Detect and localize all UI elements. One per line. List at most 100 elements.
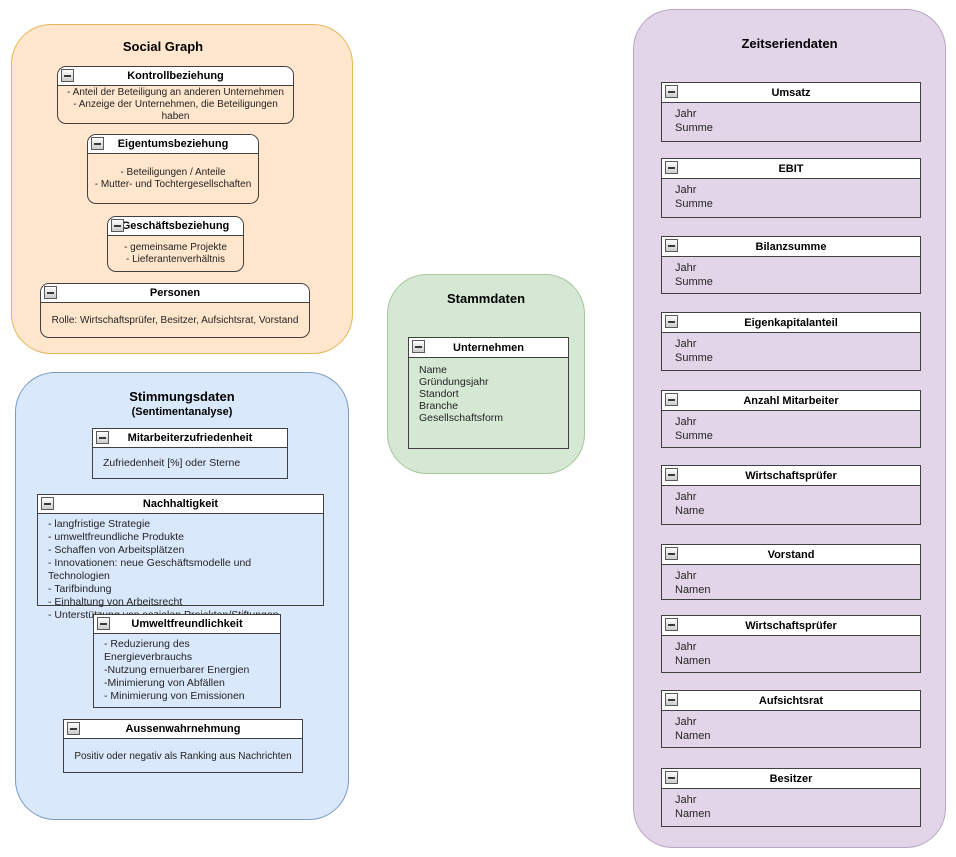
entity-body: Jahr Summe: [675, 108, 713, 134]
collapse-minus-icon[interactable]: [665, 547, 678, 560]
entity-body: - langfristige Strategie - umweltfreundl…: [48, 518, 279, 621]
entity-header: Eigentumsbeziehung: [88, 135, 258, 154]
entity-bilanzsumme[interactable]: Bilanzsumme Jahr Summe: [661, 236, 921, 294]
entity-header: Besitzer: [662, 769, 920, 789]
entity-body: - Anteil der Beteiligung an anderen Unte…: [67, 87, 284, 122]
entity-header: Umsatz: [662, 83, 920, 103]
entity-title: Wirtschaftsprüfer: [745, 619, 837, 632]
entity-ebit[interactable]: EBIT Jahr Summe: [661, 158, 921, 218]
container-title-social-graph: Social Graph: [122, 39, 204, 54]
entity-header: EBIT: [662, 159, 920, 179]
entity-personen[interactable]: Personen Rolle: Wirtschaftsprüfer, Besit…: [40, 283, 310, 338]
collapse-minus-icon[interactable]: [665, 161, 678, 174]
entity-title: Eigentumsbeziehung: [117, 138, 229, 150]
entity-title: Mitarbeiterzufriedenheit: [127, 432, 253, 444]
entity-vorstand[interactable]: Vorstand Jahr Namen: [661, 544, 921, 600]
entity-header: Aufsichtsrat: [662, 691, 920, 711]
entity-header: Nachhaltigkeit: [38, 495, 323, 514]
container-social-graph[interactable]: Social Graph Kontrollbeziehung - Anteil …: [11, 24, 353, 354]
entity-header: Mitarbeiterzufriedenheit: [93, 429, 287, 448]
entity-umweltfreundlichkeit[interactable]: Umweltfreundlichkeit - Reduzierung des E…: [93, 614, 281, 708]
entity-body: Jahr Summe: [675, 416, 713, 442]
entity-unternehmen[interactable]: Unternehmen Name Gründungsjahr Standort …: [408, 337, 569, 449]
entity-body: Jahr Namen: [675, 570, 711, 596]
entity-body: Jahr Summe: [675, 338, 713, 364]
collapse-minus-icon[interactable]: [67, 722, 80, 735]
container-stimmungsdaten[interactable]: Stimmungsdaten (Sentimentanalyse) Mitarb…: [15, 372, 349, 820]
entity-header: Personen: [41, 284, 309, 303]
collapse-minus-icon[interactable]: [111, 219, 124, 232]
entity-body: - Beteiligungen / Anteile - Mutter- und …: [94, 167, 252, 190]
entity-header: Umweltfreundlichkeit: [94, 615, 280, 634]
entity-umsatz[interactable]: Umsatz Jahr Summe: [661, 82, 921, 142]
container-title-stimmungsdaten: Stimmungsdaten: [129, 389, 235, 404]
collapse-minus-icon[interactable]: [44, 286, 57, 299]
entity-body: Jahr Namen: [675, 716, 711, 742]
entity-besitzer[interactable]: Besitzer Jahr Namen: [661, 768, 921, 827]
entity-title: Geschäftsbeziehung: [121, 220, 230, 232]
collapse-minus-icon[interactable]: [665, 315, 678, 328]
entity-eigentumsbeziehung[interactable]: Eigentumsbeziehung - Beteiligungen / Ant…: [87, 134, 259, 204]
entity-anzahl-mitarbeiter[interactable]: Anzahl Mitarbeiter Jahr Summe: [661, 390, 921, 448]
entity-body: - Reduzierung des Energieverbrauchs -Nut…: [104, 638, 250, 702]
entity-body: - gemeinsame Projekte - Lieferantenverhä…: [124, 242, 227, 265]
entity-geschaeftsbeziehung[interactable]: Geschäftsbeziehung - gemeinsame Projekte…: [107, 216, 244, 272]
entity-header: Kontrollbeziehung: [58, 67, 293, 86]
container-title-stammdaten: Stammdaten: [446, 291, 526, 306]
entity-title: Umweltfreundlichkeit: [131, 618, 243, 630]
entity-body: Jahr Summe: [675, 184, 713, 210]
container-subtitle-sentimentanalyse: (Sentimentanalyse): [131, 406, 233, 418]
collapse-minus-icon[interactable]: [96, 431, 109, 444]
entity-header: Wirtschaftsprüfer: [662, 616, 920, 636]
collapse-minus-icon[interactable]: [61, 69, 74, 82]
entity-body: Rolle: Wirtschaftsprüfer, Besitzer, Aufs…: [51, 315, 299, 326]
entity-header: Vorstand: [662, 545, 920, 565]
entity-aussenwahrnehmung[interactable]: Aussenwahrnehmung Positiv oder negativ a…: [63, 719, 303, 773]
entity-title: Bilanzsumme: [755, 240, 827, 253]
entity-title: Aufsichtsrat: [758, 694, 824, 707]
entity-title: Eigenkapitalanteil: [744, 316, 838, 329]
entity-title: Personen: [149, 287, 201, 299]
entity-mitarbeiterzufriedenheit[interactable]: Mitarbeiterzufriedenheit Zufriedenheit […: [92, 428, 288, 479]
entity-header: Geschäftsbeziehung: [108, 217, 243, 236]
entity-kontrollbeziehung[interactable]: Kontrollbeziehung - Anteil der Beteiligu…: [57, 66, 294, 124]
container-title-zeitseriendaten: Zeitseriendaten: [741, 36, 838, 51]
entity-title: Unternehmen: [453, 341, 524, 354]
collapse-minus-icon[interactable]: [665, 85, 678, 98]
entity-header: Bilanzsumme: [662, 237, 920, 257]
collapse-minus-icon[interactable]: [665, 393, 678, 406]
entity-title: Nachhaltigkeit: [142, 498, 219, 510]
collapse-minus-icon[interactable]: [41, 497, 54, 510]
container-stammdaten[interactable]: Stammdaten Unternehmen Name Gründungsjah…: [387, 274, 585, 474]
entity-title: Vorstand: [767, 548, 815, 561]
entity-aufsichtsrat[interactable]: Aufsichtsrat Jahr Namen: [661, 690, 921, 748]
entity-header: Aussenwahrnehmung: [64, 720, 302, 739]
entity-body: Name Gründungsjahr Standort Branche Gese…: [419, 364, 504, 424]
entity-title: Kontrollbeziehung: [127, 70, 224, 82]
collapse-minus-icon[interactable]: [665, 618, 678, 631]
entity-header: Unternehmen: [409, 338, 568, 358]
entity-title: Umsatz: [771, 86, 811, 99]
collapse-minus-icon[interactable]: [91, 137, 104, 150]
entity-body: Jahr Namen: [675, 641, 711, 667]
entity-nachhaltigkeit[interactable]: Nachhaltigkeit - langfristige Strategie …: [37, 494, 324, 621]
entity-title: EBIT: [778, 162, 804, 175]
collapse-minus-icon[interactable]: [97, 617, 110, 630]
entity-header: Wirtschaftsprüfer: [662, 466, 920, 486]
entity-wirtschaftspruefer-1[interactable]: Wirtschaftsprüfer Jahr Name: [661, 465, 921, 525]
entity-title: Besitzer: [769, 772, 813, 785]
container-zeitseriendaten[interactable]: Zeitseriendaten Umsatz Jahr Summe EBIT J…: [633, 9, 946, 848]
entity-header: Anzahl Mitarbeiter: [662, 391, 920, 411]
entity-title: Aussenwahrnehmung: [125, 723, 241, 735]
collapse-minus-icon[interactable]: [665, 771, 678, 784]
entity-eigenkapitalanteil[interactable]: Eigenkapitalanteil Jahr Summe: [661, 312, 921, 371]
collapse-minus-icon[interactable]: [412, 340, 425, 353]
entity-wirtschaftspruefer-2[interactable]: Wirtschaftsprüfer Jahr Namen: [661, 615, 921, 673]
collapse-minus-icon[interactable]: [665, 468, 678, 481]
entity-title: Wirtschaftsprüfer: [745, 469, 837, 482]
entity-header: Eigenkapitalanteil: [662, 313, 920, 333]
entity-body: Jahr Namen: [675, 794, 711, 820]
collapse-minus-icon[interactable]: [665, 693, 678, 706]
collapse-minus-icon[interactable]: [665, 239, 678, 252]
